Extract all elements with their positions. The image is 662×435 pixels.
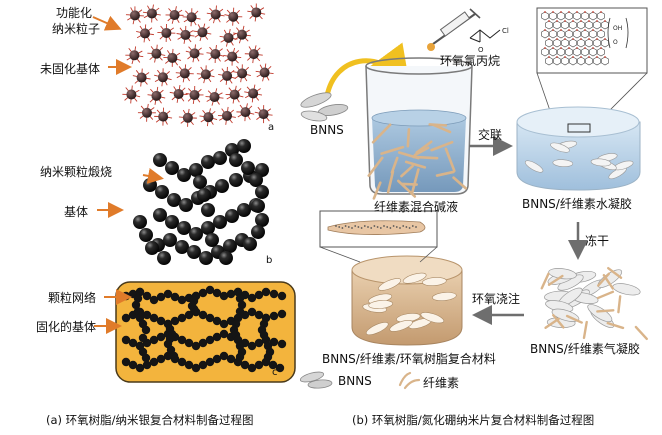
legend-cellulose-label: 纤维素 [423,376,460,390]
caption-a: (a) 环氧树脂/纳米银复合材料制备过程图 [46,413,254,427]
tag-a: a [268,122,275,133]
particle-network [121,285,287,373]
label-epoxy-pour: 环氧浇注 [472,292,521,306]
label-particle-network: 颗粒网络 [48,291,97,305]
label-cellulose-mix: 纤维素混合碱液 [374,200,459,214]
label-functional-line1: 功能化 [56,6,93,20]
label-bnns: BNNS [310,123,344,137]
label-uncured-matrix: 未固化基体 [40,62,101,76]
legend-bnns-label: BNNS [338,374,372,388]
syringe [427,8,481,51]
epichlorohydrin-structure: O Cl [469,27,509,54]
svg-text:O: O [478,46,484,54]
tag-c: c [272,367,278,378]
beaker [365,57,473,200]
composite-inset [319,210,438,248]
functionalized-particles-cluster [122,3,274,127]
bnns-flakes [300,92,349,122]
label-calcination: 纳米颗粒煅烧 [40,165,113,179]
svg-text:O: O [613,39,618,46]
label-functional-line2: 纳米粒子 [52,22,101,36]
label-cured-matrix: 固化的基体 [36,320,97,334]
hydrogel-disk [516,106,641,191]
composite-disk [351,255,463,346]
legend-cellulose-icon [398,371,421,390]
functional-particle-arrow [92,15,122,31]
aerogel-structure [540,266,648,341]
label-epichlorohydrin: 环氧氯丙烷 [440,54,501,68]
label-composite: BNNS/纤维素/环氧树脂复合材料 [322,352,496,366]
legend-bnns-icon [299,371,333,389]
label-matrix: 基体 [64,205,89,219]
cellulose-fibers-in-liquid [367,123,467,200]
label-hydrogel: BNNS/纤维素水凝胶 [522,197,632,211]
label-freeze-dry: 冻干 [585,234,610,248]
svg-text:Cl: Cl [502,27,509,35]
caption-b: (b) 环氧树脂/氮化硼纳米片复合材料制备过程图 [352,413,595,427]
calcined-particles-cluster [133,139,269,265]
label-aerogel: BNNS/纤维素气凝胶 [530,342,640,356]
label-crosslink: 交联 [478,128,503,142]
tag-b: b [266,255,273,266]
svg-text:OH: OH [613,25,622,32]
molecular-structure-inset: OH O [536,7,648,74]
calcination-arrow [142,168,164,184]
